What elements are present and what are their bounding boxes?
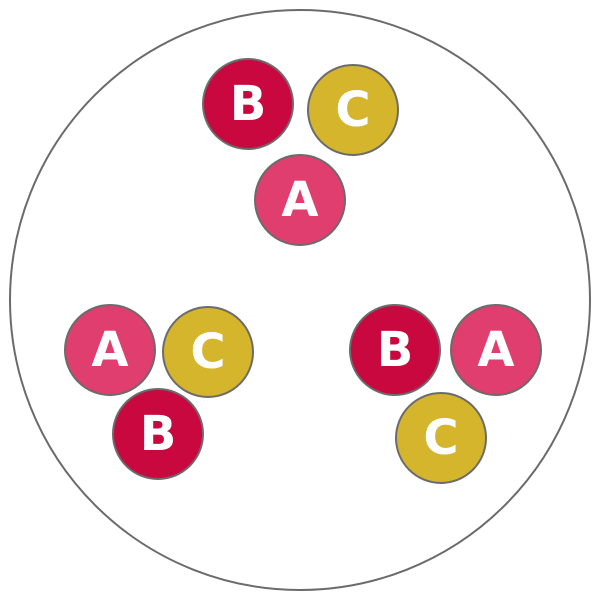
outer-circle <box>9 9 591 591</box>
ball-label-c: C <box>190 324 225 380</box>
ball-label-a: A <box>281 172 318 228</box>
ball-c <box>307 64 399 156</box>
ball-a <box>254 154 346 246</box>
ball-label-c: C <box>335 82 370 138</box>
ball-c <box>162 306 254 398</box>
ball-label-a: A <box>91 322 128 378</box>
ball-b <box>202 58 294 150</box>
ball-b <box>349 304 441 396</box>
ball-a <box>64 304 156 396</box>
ball-label-b: B <box>377 322 414 378</box>
ball-label-b: B <box>140 406 177 462</box>
left-cluster: A CB <box>64 304 254 480</box>
ball-label-c: C <box>423 410 458 466</box>
ball-b <box>112 388 204 480</box>
ball-label-b: B <box>230 76 267 132</box>
ball-c <box>395 392 487 484</box>
top-cluster: B CA <box>202 58 399 246</box>
ball-a <box>450 304 542 396</box>
right-cluster: B AC <box>349 304 542 484</box>
ball-label-a: A <box>477 322 514 378</box>
